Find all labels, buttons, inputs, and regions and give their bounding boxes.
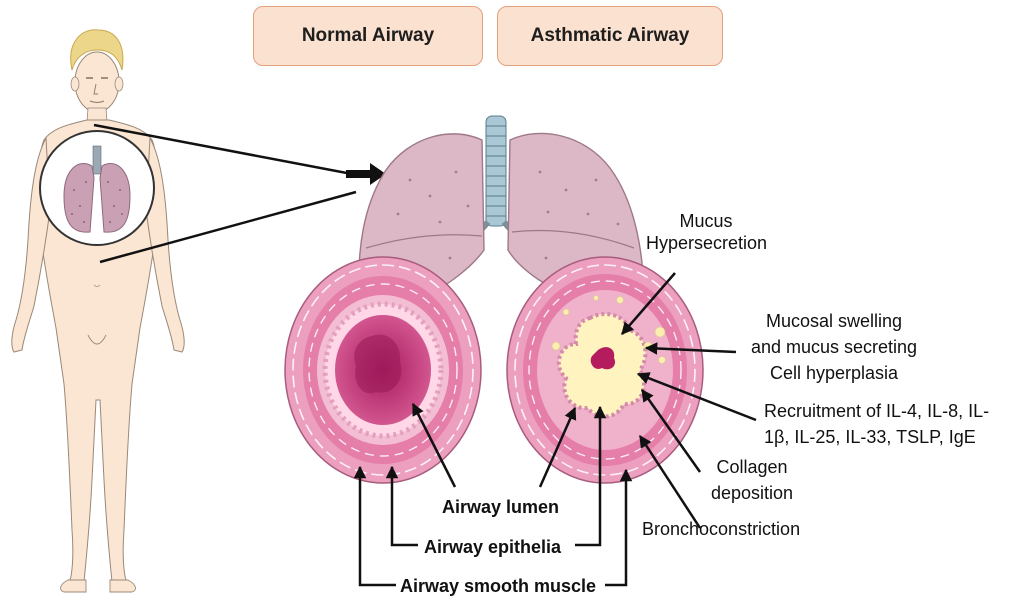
collagen-line-2: deposition xyxy=(692,480,812,506)
recruitment-label: Recruitment of IL-4, IL-8, IL- 1β, IL-25… xyxy=(764,398,989,450)
airway-lumen-label: Airway lumen xyxy=(442,496,559,518)
recruit-line-1: Recruitment of IL-4, IL-8, IL- xyxy=(764,398,989,424)
airway-smooth-muscle-label: Airway smooth muscle xyxy=(400,575,596,597)
asthmatic-airway-header: Asthmatic Airway xyxy=(497,6,723,66)
swelling-line-2: and mucus secreting xyxy=(724,334,944,360)
mucus-line-1: Mucus xyxy=(646,210,766,232)
airway-epithelia-label: Airway epithelia xyxy=(424,536,561,558)
chest-magnifier xyxy=(40,131,154,245)
collagen-line-1: Collagen xyxy=(692,454,812,480)
normal-airway-section xyxy=(285,257,481,483)
collagen-deposition-label: Collagen deposition xyxy=(692,454,812,506)
arrow-asthma-smooth-muscle xyxy=(605,470,626,585)
arrow-normal-smooth-muscle xyxy=(360,467,396,585)
mucus-hypersecretion-label: Mucus Hypersecretion xyxy=(646,210,766,254)
recruit-line-2: 1β, IL-25, IL-33, TSLP, IgE xyxy=(764,424,989,450)
swelling-line-1: Mucosal swelling xyxy=(724,308,944,334)
normal-airway-title: Normal Airway xyxy=(302,25,434,47)
swelling-line-3: Cell hyperplasia xyxy=(724,360,944,386)
bronchoconstriction-label: Bronchoconstriction xyxy=(642,518,800,540)
mucosal-swelling-label: Mucosal swelling and mucus secreting Cel… xyxy=(724,308,944,386)
human-figure xyxy=(12,30,184,592)
asthmatic-airway-section xyxy=(507,257,703,483)
asthmatic-airway-title: Asthmatic Airway xyxy=(531,25,690,47)
normal-airway-header: Normal Airway xyxy=(253,6,483,66)
mucus-line-2: Hypersecretion xyxy=(646,232,766,254)
